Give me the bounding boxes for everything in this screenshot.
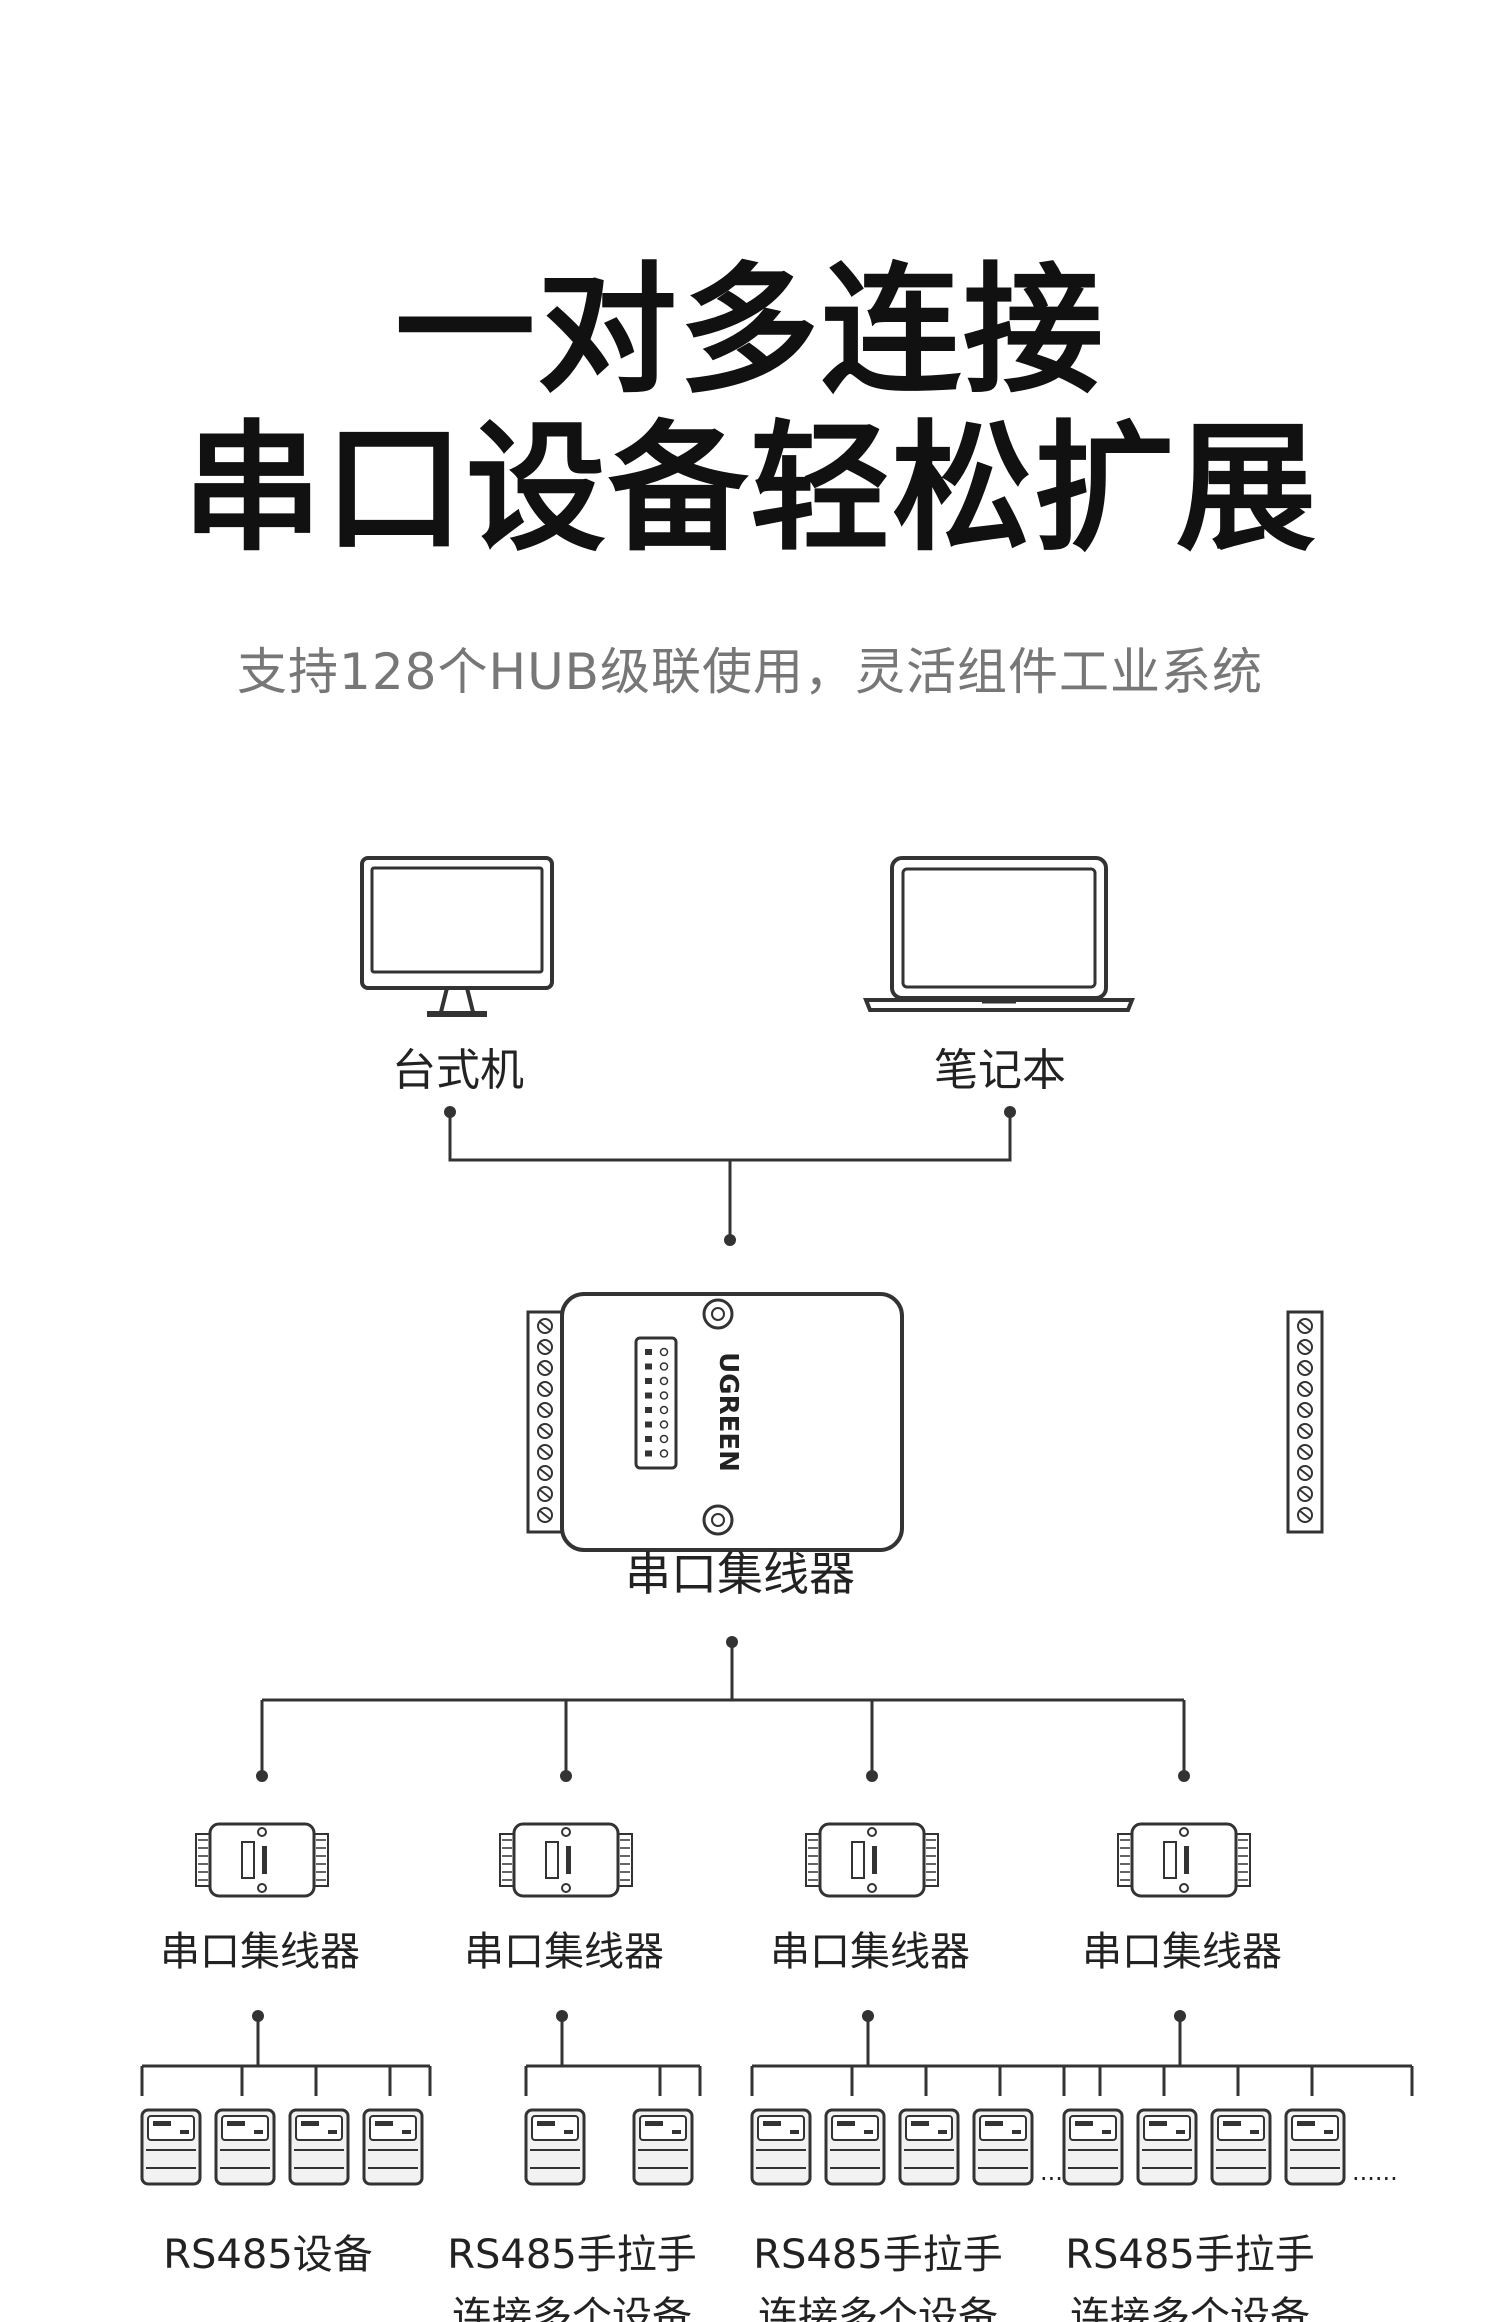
desktop-label: 台式机 [392, 1045, 524, 1096]
rs485-device-icon [632, 2108, 694, 2186]
sub-hub-label: 串口集线器 [770, 1929, 970, 1975]
terminal-block [1286, 1310, 1324, 1534]
mount-hole-icon [702, 1504, 734, 1536]
terminal-block [526, 1310, 564, 1534]
hub-tree-connector [262, 1642, 1184, 1702]
connector-dot [726, 1636, 738, 1648]
device-caption-2: 连接多个设备 [452, 2294, 692, 2322]
headline-line-1: 一对多连接 [394, 250, 1105, 413]
device-caption-2: 连接多个设备 [758, 2294, 998, 2322]
rs485-device-icon [1284, 2108, 1346, 2186]
device-caption: RS485设备 [163, 2232, 373, 2278]
connector-dot [866, 1770, 878, 1782]
connector-dot [560, 1770, 572, 1782]
sub-hub-device [805, 1822, 939, 1898]
device-caption: RS485手拉手 [447, 2232, 697, 2278]
connector-dot [862, 2010, 874, 2022]
connector-dot [1004, 1106, 1016, 1118]
sub-hub-label: 串口集线器 [160, 1929, 360, 1975]
connector-dot [252, 2010, 264, 2022]
device-caption: RS485手拉手 [1065, 2232, 1315, 2278]
rs485-device-icon [362, 2108, 424, 2186]
main-hub-label: 串口集线器 [625, 1547, 855, 1601]
rs485-device-icon [898, 2108, 960, 2186]
connector-dot [556, 2010, 568, 2022]
rs485-device-icon [524, 2108, 586, 2186]
sub-hub-group: 串口集线器 RS485设备 [140, 1700, 432, 2278]
sub-hub-label: 串口集线器 [464, 1929, 664, 1975]
connector-dot [724, 1234, 736, 1246]
sub-hub-device [499, 1822, 633, 1898]
rs485-device-icon [1136, 2108, 1198, 2186]
connector-dot [444, 1106, 456, 1118]
rs485-device-icon [288, 2108, 350, 2186]
connector-dot [1178, 1770, 1190, 1782]
top-connector [448, 1112, 1012, 1240]
rs485-device-icon [972, 2108, 1034, 2186]
rs485-device-icon [140, 2108, 202, 2186]
sub-hub-label: 串口集线器 [1082, 1929, 1282, 1975]
mount-hole-icon [702, 1298, 734, 1330]
sub-hub-device [1117, 1822, 1251, 1898]
connector-dot [1174, 2010, 1186, 2022]
laptop-label: 笔记本 [934, 1045, 1066, 1096]
device-caption: RS485手拉手 [753, 2232, 1003, 2278]
rs485-device-icon [1210, 2108, 1272, 2186]
more-devices-mark: ...... [1352, 2158, 1398, 2186]
rs485-device-icon [824, 2108, 886, 2186]
laptop-icon [863, 856, 1135, 1012]
rs485-device-icon [214, 2108, 276, 2186]
headline-line-2: 串口设备轻松扩展 [181, 408, 1318, 571]
led-panel [634, 1336, 678, 1470]
hub-body [560, 1292, 904, 1552]
rs485-device-icon [1062, 2108, 1124, 2186]
device-caption-2: 连接多个设备 [1070, 2294, 1310, 2322]
sub-hub-device [195, 1822, 329, 1898]
main-hub-device: UGREEN [526, 1292, 1324, 1552]
desktop-icon [360, 856, 554, 1017]
connector-dot [256, 1770, 268, 1782]
brand-label: UGREEN [713, 1352, 743, 1472]
rs485-device-icon [750, 2108, 812, 2186]
subtitle: 支持128个HUB级联使用，灵活组件工业系统 [237, 643, 1263, 701]
